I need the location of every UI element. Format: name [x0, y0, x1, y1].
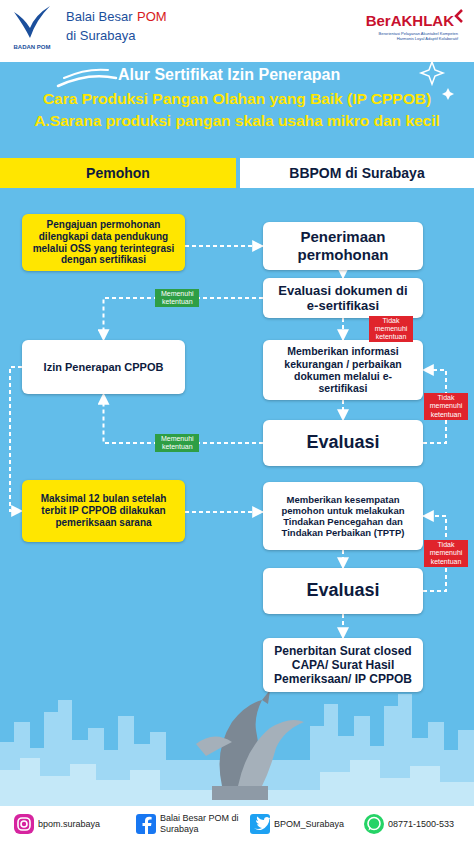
logo-mark — [14, 6, 50, 38]
process-box: Evaluasi — [263, 568, 423, 614]
logo-chevron — [456, 10, 462, 22]
box-text: Penerimaan permohonan — [271, 228, 415, 263]
column-header: Pemohon — [0, 158, 236, 188]
whatsapp-icon — [364, 814, 384, 834]
facebook-icon — [136, 814, 156, 834]
condition-tag: Tidak memenuhi ketentuan — [424, 393, 468, 419]
dashed-arrow — [342, 614, 344, 638]
dashed-arrow — [185, 511, 263, 513]
title: Alur Sertifikat Izin Penerapan — [118, 66, 438, 84]
condition-tag: Tidak memenuhi ketentuan — [424, 540, 468, 566]
dashed-arrow — [342, 400, 344, 420]
condition-tag: Tidak memenuhi ketentuan — [369, 316, 413, 342]
process-box: Evaluasi — [263, 420, 423, 466]
box-text: Evaluasi — [306, 580, 379, 601]
process-box: Evaluasi dokumen di e-sertifikasi — [263, 278, 423, 318]
footer-text: BPOM_Surabaya — [274, 819, 364, 830]
statue — [196, 690, 304, 800]
process-box: Memberikan kesempatan pemohon untuk mela… — [263, 482, 423, 550]
dashed-arrow — [342, 270, 344, 278]
dashed-arrow — [185, 245, 263, 247]
box-text: Pengajuan permohonan dilengkapi data pen… — [30, 219, 177, 266]
dashed-arrow — [342, 318, 344, 340]
sparkle — [421, 62, 443, 84]
header-text: di Surabaya — [66, 28, 186, 44]
column-header: BBPOM di Surabaya — [240, 158, 474, 188]
footer-bar — [0, 806, 474, 842]
box-text: Izin Penerapan CPPOB — [44, 361, 164, 374]
dashed-arrow — [342, 550, 344, 568]
process-box: Pengajuan permohonan dilengkapi data pen… — [22, 214, 185, 271]
box-text: Evaluasi — [306, 432, 379, 453]
footer-text: Balai Besar POM di Surabaya — [160, 813, 246, 835]
box-text: Memberikan kesempatan pemohon untuk mela… — [271, 494, 415, 539]
dashed-arrow — [10, 367, 22, 511]
process-box: Memberikan informasi kekurangan / perbai… — [263, 340, 423, 400]
subtitle: Cara Produksi Pangan Olahan yang Baik (I… — [8, 90, 466, 109]
instagram-icon — [14, 814, 34, 834]
process-box: Izin Penerapan CPPOB — [22, 340, 185, 394]
city-skyline — [0, 694, 474, 806]
box-text: Memberikan informasi kekurangan / perbai… — [271, 345, 415, 395]
process-box: Maksimal 12 bulan setelah terbit IP CPPO… — [22, 480, 185, 542]
box-text: Maksimal 12 bulan setelah terbit IP CPPO… — [30, 493, 177, 528]
box-text: BBPOM di Surabaya — [289, 165, 424, 182]
sparkle — [442, 88, 454, 100]
box-text: Pemohon — [86, 165, 150, 182]
process-box: Penerbitan Surat closed CAPA/ Surat Hasi… — [263, 638, 423, 692]
footer-text: 08771-1500-533 — [388, 819, 468, 830]
condition-tag: Memenuhi ketentuan — [155, 434, 199, 452]
tagline: Berorientasi Pelayanan Akuntabel Kompete… — [362, 32, 458, 42]
process-box: Penerimaan permohonan — [263, 222, 423, 270]
box-text: Evaluasi dokumen di e-sertifikasi — [271, 283, 415, 314]
header-bar — [0, 0, 474, 62]
swoosh — [64, 70, 108, 78]
condition-tag: Memenuhi ketentuan — [155, 289, 199, 307]
box-text: Penerbitan Surat closed CAPA/ Surat Hasi… — [271, 644, 415, 686]
header-text: POM — [137, 9, 177, 25]
logo-text: BerAKHLAK — [362, 12, 454, 30]
twitter-icon — [250, 814, 271, 834]
subtitle: A.Sarana produksi pangan skala usaha mik… — [8, 112, 466, 131]
logo-text: BADAN POM — [6, 44, 58, 51]
footer-text: bpom.surabaya — [38, 819, 133, 830]
